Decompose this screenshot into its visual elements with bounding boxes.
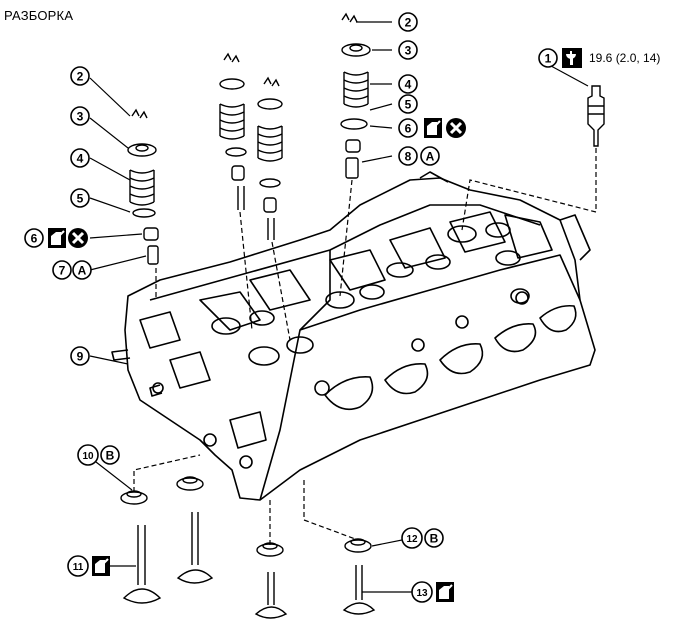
callout-6a: 6 <box>24 228 44 248</box>
callout-11: 11 <box>67 555 89 577</box>
callout-number: 6 <box>31 232 38 246</box>
callout-13: 13 <box>411 581 433 603</box>
callout-number: 7 <box>59 264 66 278</box>
leader-lines <box>89 21 597 593</box>
callout-number: 3 <box>405 44 412 58</box>
callout-number: 11 <box>73 562 84 573</box>
callout-3a: 3 <box>70 106 90 126</box>
mark-a-7: A <box>72 260 92 280</box>
callout-number: 9 <box>77 350 84 364</box>
callout-12: 12 <box>401 527 423 549</box>
callout-9: 9 <box>70 346 90 366</box>
callout-5b: 5 <box>398 94 418 114</box>
callout-6b: 6 <box>398 118 418 138</box>
callout-number: 5 <box>405 98 412 112</box>
callout-number: 2 <box>77 70 84 84</box>
callout-5a: 5 <box>70 188 90 208</box>
mark-letter: A <box>426 150 435 164</box>
cylinder-head <box>111 171 596 501</box>
mark-b-10: B <box>100 445 120 465</box>
callout-1: 1 <box>538 48 558 68</box>
oil-can-icon <box>436 582 454 602</box>
callout-group: 1 2 2 3 3 4 4 5 5 6 6 7 8 9 10 11 12 13 <box>24 12 558 603</box>
callout-10: 10 <box>77 444 99 466</box>
callout-number: 6 <box>405 122 412 136</box>
mark-letter: A <box>78 264 87 278</box>
oil-can-icon <box>92 556 110 576</box>
callout-3b: 3 <box>398 40 418 60</box>
do-not-reuse-icon <box>446 118 466 138</box>
oil-can-icon <box>424 118 442 138</box>
callout-number: 5 <box>77 192 84 206</box>
callout-7: 7 <box>52 260 72 280</box>
callout-number: 13 <box>416 588 428 599</box>
callout-number: 4 <box>77 152 84 166</box>
callout-number: 3 <box>77 110 84 124</box>
callout-number: 10 <box>82 451 94 462</box>
mark-letter: B <box>430 532 439 546</box>
callout-4a: 4 <box>70 148 90 168</box>
oil-can-icon <box>48 228 66 248</box>
valve-parts <box>120 12 605 619</box>
callout-number: 4 <box>405 78 412 92</box>
callout-2b: 2 <box>398 12 418 32</box>
mark-letter: B <box>106 449 115 463</box>
callout-number: 1 <box>545 52 552 66</box>
callout-number: 12 <box>406 534 418 545</box>
wrench-torque-icon <box>562 48 582 68</box>
page-title: РАЗБОРКА <box>4 8 74 23</box>
letter-marks: A A B B <box>72 146 444 548</box>
do-not-reuse-icon <box>68 228 88 248</box>
mark-b-12: B <box>424 528 444 548</box>
callout-8: 8 <box>398 146 418 166</box>
torque-spec: 19.6 (2.0, 14) <box>589 51 661 65</box>
callout-4b: 4 <box>398 74 418 94</box>
callout-number: 8 <box>405 150 412 164</box>
callout-number: 2 <box>405 16 412 30</box>
mark-a-8: A <box>420 146 440 166</box>
callout-2a: 2 <box>70 66 90 86</box>
